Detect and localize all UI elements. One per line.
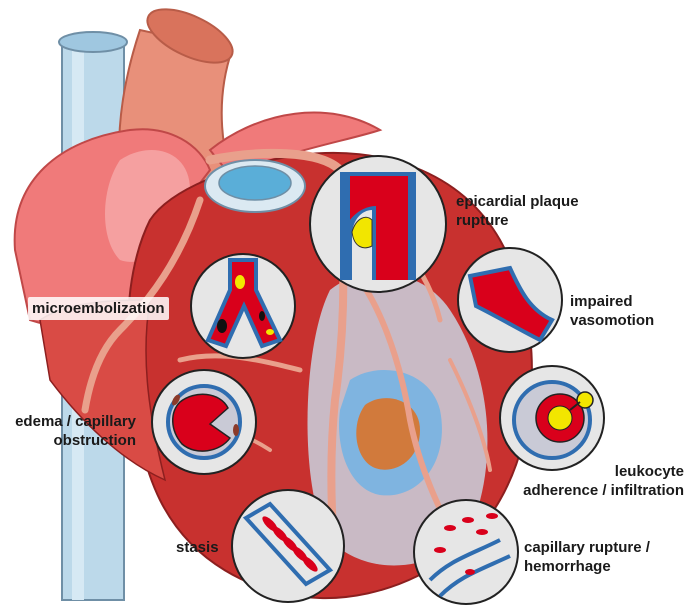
ischemic-zone — [307, 273, 488, 566]
inset-microembolization — [190, 253, 296, 359]
pulmonary-valve — [204, 159, 306, 213]
inset-edema-capillary-obstruction — [151, 369, 257, 475]
inset-leukocyte-adherence — [499, 365, 605, 471]
inset-capillary-rupture — [413, 499, 519, 605]
label-impaired-vasomotion: impaired vasomotion — [570, 293, 655, 329]
label-stasis: stasis — [176, 539, 219, 556]
label-capillary-rupture: capillary rupture / hemorrhage — [524, 539, 650, 575]
inset-impaired-vasomotion — [457, 247, 563, 353]
right-atrium — [13, 111, 383, 327]
inset-epicardial-plaque-rupture — [309, 155, 447, 293]
label-edema-capillary-obstruction: edema / capillary obstruction — [15, 413, 136, 449]
label-leukocyte-adherence: leukocyte adherence / infiltration — [523, 463, 684, 499]
label-microembolization: microembolization — [28, 297, 169, 320]
label-epicardial-plaque-rupture: epicardial plaque rupture — [456, 193, 579, 229]
inset-stasis — [231, 489, 345, 603]
